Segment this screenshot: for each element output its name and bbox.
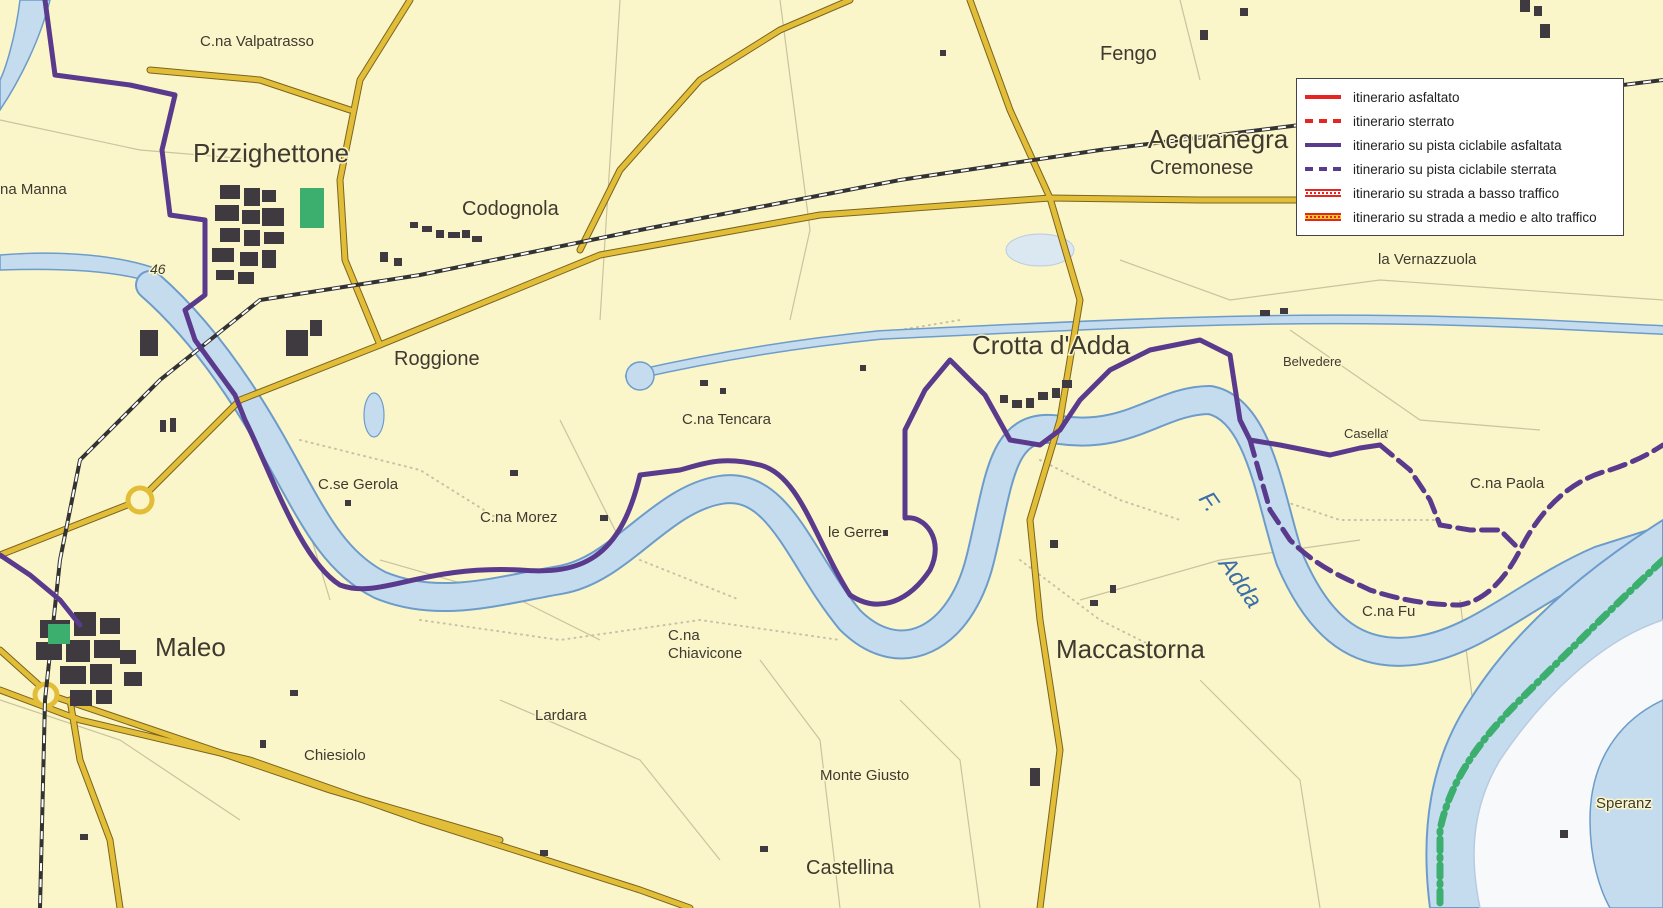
legend-label: itinerario su pista ciclabile sterrata <box>1353 161 1557 177</box>
label-cna-valpatrasso: C.na Valpatrasso <box>200 33 314 50</box>
scattered-buildings <box>80 50 1568 856</box>
legend-item-high-traffic-road: itinerario su strada a medio e alto traf… <box>1305 205 1615 229</box>
label-cna-chiavicone-1: C.na <box>668 627 700 644</box>
map-legend: itinerario asfaltato itinerario sterrato… <box>1296 78 1624 236</box>
label-maleo: Maleo <box>155 632 226 662</box>
lake <box>1005 233 1075 267</box>
label-cna-morez: C.na Morez <box>480 509 558 526</box>
label-cna-fu: C.na Fu <box>1362 603 1415 620</box>
label-codognola: Codognola <box>462 198 560 220</box>
cycle-route-paved-left <box>0 552 83 628</box>
roundabout <box>125 485 155 515</box>
left-river-upper <box>0 0 51 112</box>
label-chiesiolo: Chiesiolo <box>304 747 366 764</box>
lake <box>363 392 385 438</box>
urban-other <box>380 0 1550 786</box>
cycle-route-paved <box>42 0 1383 607</box>
po-channel <box>1589 699 1663 908</box>
legend-swatch-dotted-yellow <box>1305 213 1341 221</box>
legend-item-unpaved-cycle-path: itinerario su pista ciclabile sterrata <box>1305 157 1615 181</box>
label-na-manna: na Manna <box>0 181 67 198</box>
park <box>48 624 70 644</box>
label-speranza: Speranz <box>1596 795 1652 812</box>
label-roggione: Roggione <box>394 348 480 370</box>
legend-label: itinerario sterrato <box>1353 113 1455 129</box>
label-crotta-d-adda: Crotta d'Adda <box>972 330 1131 360</box>
legend-item-unpaved-route: itinerario sterrato <box>1305 109 1615 133</box>
label-belvedere: Belvedere <box>1283 354 1342 369</box>
label-casella: Casella <box>1344 426 1388 441</box>
label-le-gerre: le Gerre <box>828 524 882 541</box>
legend-swatch-dashed-red <box>1305 119 1341 123</box>
label-castellina: Castellina <box>806 857 895 879</box>
label-pizzighettone: Pizzighettone <box>193 138 349 168</box>
label-cse-gerola: C.se Gerola <box>318 476 399 493</box>
label-lardara: Lardara <box>535 707 587 724</box>
legend-item-low-traffic-road: itinerario su strada a basso traffico <box>1305 181 1615 205</box>
legend-label: itinerario asfaltato <box>1353 89 1460 105</box>
label-maccastorna: Maccastorna <box>1056 634 1205 664</box>
railway <box>38 78 1663 908</box>
cycle-route-unpaved <box>1247 437 1663 608</box>
label-acquanegra: Acquanegra <box>1148 124 1289 154</box>
adda-river <box>135 270 1663 667</box>
legend-swatch-solid-red <box>1305 95 1341 99</box>
legend-label: itinerario su strada a basso traffico <box>1353 185 1560 201</box>
main-roads-fill <box>0 0 1303 908</box>
label-cremonese: Cremonese <box>1150 157 1253 179</box>
legend-item-paved-route: itinerario asfaltato <box>1305 85 1615 109</box>
park <box>300 188 324 228</box>
label-cna-paola: C.na Paola <box>1470 475 1545 492</box>
label-la-vernazzuola: la Vernazzuola <box>1378 251 1477 268</box>
cycle-route-unpaved-loop <box>1377 442 1523 553</box>
legend-label: itinerario su strada a medio e alto traf… <box>1353 209 1597 225</box>
urban-pizzighettone <box>140 185 322 356</box>
canal-fill <box>626 315 1663 380</box>
place-labels: Pizzighettone Maleo Crotta d'Adda Maccas… <box>0 32 1653 881</box>
legend-item-paved-cycle-path: itinerario su pista ciclabile asfaltata <box>1305 133 1615 157</box>
legend-swatch-solid-purple <box>1305 143 1341 147</box>
road-number-label: 46 <box>150 261 166 277</box>
legend-swatch-dotted-white <box>1305 189 1341 197</box>
canal-basin <box>625 361 655 391</box>
label-monte-giusto: Monte Giusto <box>820 767 909 784</box>
label-fengo: Fengo <box>1100 43 1157 65</box>
label-cna-chiavicone-2: Chiavicone <box>668 645 742 662</box>
label-cna-tencara: C.na Tencara <box>682 411 772 428</box>
legend-label: itinerario su pista ciclabile asfaltata <box>1353 137 1562 153</box>
legend-swatch-dashed-purple <box>1305 167 1341 171</box>
green-route <box>1436 556 1663 908</box>
